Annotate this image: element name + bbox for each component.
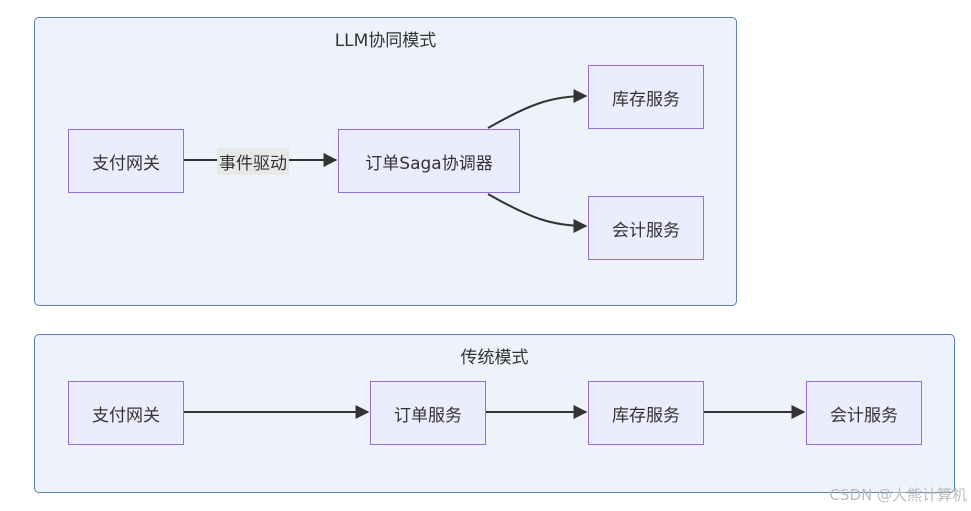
llm-event-driven-label: 事件驱动 xyxy=(217,148,289,175)
llm-inventory-service-node: 库存服务 xyxy=(588,65,704,129)
traditional-order-service-node: 订单服务 xyxy=(370,381,486,445)
llm-accounting-service-node: 会计服务 xyxy=(588,196,704,260)
llm-saga-coordinator-node: 订单Saga协调器 xyxy=(338,129,520,193)
watermark: CSDN @大熊计算机 xyxy=(829,486,967,504)
traditional-mode-title: 传统模式 xyxy=(460,348,529,368)
traditional-accounting-service-node: 会计服务 xyxy=(806,381,922,445)
llm-mode-title: LLM协同模式 xyxy=(334,31,437,51)
llm-payment-gateway-node: 支付网关 xyxy=(68,129,184,193)
traditional-payment-gateway-node: 支付网关 xyxy=(68,381,184,445)
traditional-inventory-service-node: 库存服务 xyxy=(588,381,704,445)
